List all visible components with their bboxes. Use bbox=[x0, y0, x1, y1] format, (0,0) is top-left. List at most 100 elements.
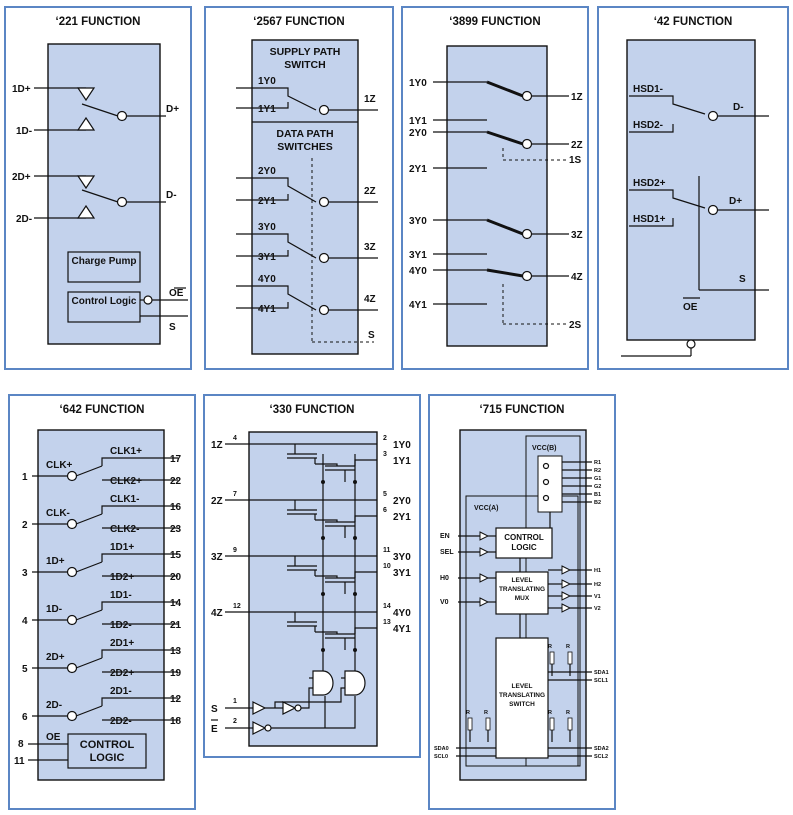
label-input: 3Y0 bbox=[258, 222, 276, 233]
label-s: S bbox=[368, 330, 375, 341]
charge-pump-box: Charge Pump bbox=[71, 256, 137, 267]
label-output: 3Z bbox=[571, 230, 583, 241]
pin-label: 3 bbox=[22, 568, 28, 579]
label-output: 3Z bbox=[364, 242, 376, 253]
panel-title: ‘2567 FUNCTION bbox=[253, 16, 345, 28]
rpu-label: R bbox=[566, 710, 570, 716]
pin-label: 16 bbox=[170, 502, 182, 513]
control-logic-box: CONTROL LOGIC bbox=[79, 739, 135, 764]
label-hsd2m: HSD2- bbox=[633, 120, 663, 131]
label-y: 2Y1 bbox=[393, 512, 411, 523]
label-hv: V1 bbox=[594, 594, 601, 600]
vccb-label: VCC(B) bbox=[532, 445, 557, 452]
panel-title: ‘330 FUNCTION bbox=[269, 404, 355, 416]
label-oe: OE bbox=[169, 288, 184, 299]
vcca-label: VCC(A) bbox=[474, 505, 499, 512]
panel-title: ‘42 FUNCTION bbox=[653, 16, 733, 28]
label-out-a: 2D1- bbox=[110, 686, 132, 697]
label-out-b: 2D2- bbox=[110, 716, 132, 727]
pin-label: 13 bbox=[170, 646, 182, 657]
label-y: 1Y1 bbox=[393, 456, 411, 467]
pin-label: 4 bbox=[22, 616, 28, 627]
label-input: 1Y1 bbox=[258, 104, 276, 115]
label-s: S bbox=[169, 322, 176, 333]
pin-label: 19 bbox=[170, 668, 182, 679]
pin-label: 21 bbox=[170, 620, 182, 631]
label-left-input: EN bbox=[440, 533, 450, 540]
switch-box: LEVEL TRANSLATING SWITCH bbox=[498, 683, 546, 708]
diagram-221: 1D+ 1D- 2D+ 2D- D+ D- OE S Charge Pump C… bbox=[12, 43, 188, 345]
pin-label: 13 bbox=[383, 619, 391, 626]
pin-label: 11 bbox=[383, 547, 391, 554]
pin-label: 10 bbox=[383, 563, 391, 570]
label-s: S bbox=[739, 274, 746, 285]
label-1s: 1S bbox=[569, 155, 582, 166]
rpu-label: R bbox=[484, 710, 488, 716]
pin-label: 2 bbox=[22, 520, 28, 531]
pin-label: 18 bbox=[170, 716, 182, 727]
label-output: 2Z bbox=[364, 186, 376, 197]
supply-path-label: SUPPLY PATH SWITCH bbox=[269, 46, 341, 71]
data-path-label: DATA PATH SWITCHES bbox=[276, 128, 334, 153]
label-dp-out: D+ bbox=[166, 104, 179, 115]
pin-label: 23 bbox=[170, 524, 182, 535]
label-y: 1Y0 bbox=[393, 440, 411, 451]
label-rgb: G2 bbox=[594, 484, 601, 490]
label-1dm: 1D- bbox=[16, 126, 32, 137]
label-out-b: 2D2+ bbox=[110, 668, 134, 679]
label-output: 4Z bbox=[571, 272, 583, 283]
label-hv: V2 bbox=[594, 606, 601, 612]
label-input: 1Y1 bbox=[409, 116, 427, 127]
label-left-io: SCL0 bbox=[434, 754, 448, 760]
panel-title: ‘642 FUNCTION bbox=[59, 404, 145, 416]
label-output: 4Z bbox=[364, 294, 376, 305]
pin-11: 11 bbox=[14, 756, 25, 767]
label-z: 1Z bbox=[211, 440, 223, 451]
label-hsd1m: HSD1- bbox=[633, 84, 663, 95]
pin-label: 12 bbox=[233, 603, 241, 610]
pin-label: 6 bbox=[22, 712, 28, 723]
panel-221: ‘221 FUNCTION 1D+ 1D- 2D+ 2D- D+ D- bbox=[4, 6, 192, 370]
panel-42: ‘42 FUNCTION HSD1- HSD2- HSD2+ HSD1+ D- … bbox=[597, 6, 789, 370]
diagram-642: CLK+1CLK1+CLK2+1722CLK-2CLK1-CLK2-16231D… bbox=[14, 429, 182, 781]
pin-1: 1 bbox=[233, 698, 237, 705]
label-left-input: SEL bbox=[440, 549, 454, 556]
label-input: 1D+ bbox=[46, 556, 65, 567]
label-oe: OE bbox=[46, 732, 61, 743]
pin-label: 17 bbox=[170, 454, 182, 465]
label-oe: OE bbox=[683, 302, 698, 313]
label-y: 4Y0 bbox=[393, 608, 411, 619]
pin-label: 4 bbox=[233, 435, 237, 442]
label-input: 2Y0 bbox=[409, 128, 427, 139]
label-hv: H2 bbox=[594, 582, 601, 588]
label-dm: D- bbox=[733, 102, 744, 113]
label-input: 1D- bbox=[46, 604, 62, 615]
label-out-a: 1D1+ bbox=[110, 542, 134, 553]
label-right-io: SCL1 bbox=[594, 678, 608, 684]
label-input: 2D+ bbox=[46, 652, 65, 663]
pin-8: 8 bbox=[18, 739, 24, 750]
label-e: E bbox=[211, 724, 218, 735]
label-out-b: CLK2- bbox=[110, 524, 139, 535]
label-input: 2Y1 bbox=[258, 196, 276, 207]
label-out-a: CLK1- bbox=[110, 494, 139, 505]
pin-label: 14 bbox=[383, 603, 391, 610]
label-left-io: SDA0 bbox=[434, 746, 449, 752]
pin-label: 20 bbox=[170, 572, 182, 583]
rpu-label: R bbox=[548, 644, 552, 650]
label-right-io: SDA2 bbox=[594, 746, 609, 752]
label-out-b: 1D2+ bbox=[110, 572, 134, 583]
label-hsd1p: HSD1+ bbox=[633, 214, 666, 225]
panel-title: ‘3899 FUNCTION bbox=[449, 16, 541, 28]
label-input: CLK- bbox=[46, 508, 70, 519]
label-out-a: 1D1- bbox=[110, 590, 132, 601]
label-input: 2D- bbox=[46, 700, 62, 711]
label-rgb: B1 bbox=[594, 492, 601, 498]
label-input: 1Y0 bbox=[409, 78, 427, 89]
label-s: S bbox=[211, 704, 218, 715]
